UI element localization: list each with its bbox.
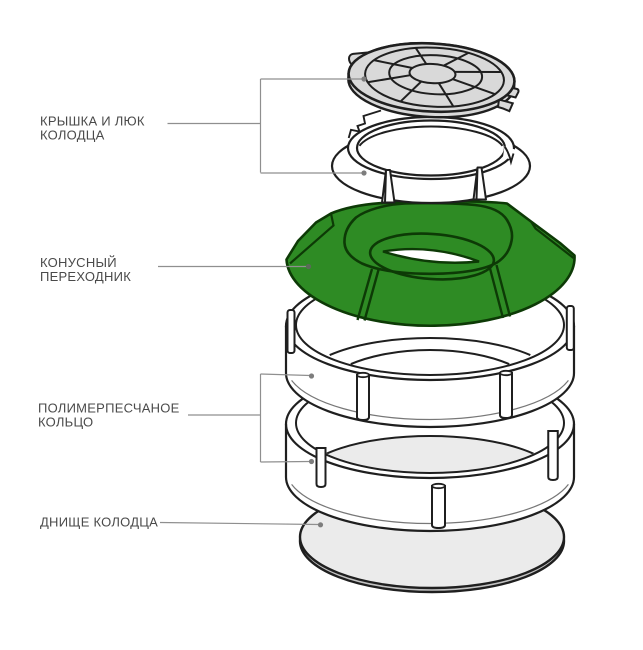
svg-text:ПЕРЕХОДНИК: ПЕРЕХОДНИК <box>40 269 131 284</box>
svg-text:ДНИЩЕ КОЛОДЦА: ДНИЩЕ КОЛОДЦА <box>40 515 158 530</box>
svg-text:КОНУСНЫЙ: КОНУСНЫЙ <box>40 255 117 270</box>
svg-text:КОЛОДЦА: КОЛОДЦА <box>40 127 105 142</box>
svg-text:ПОЛИМЕРПЕСЧАНОЕ: ПОЛИМЕРПЕСЧАНОЕ <box>38 401 180 416</box>
svg-text:КОЛЬЦО: КОЛЬЦО <box>38 414 93 429</box>
svg-text:КРЫШКА И ЛЮК: КРЫШКА И ЛЮК <box>40 114 145 129</box>
